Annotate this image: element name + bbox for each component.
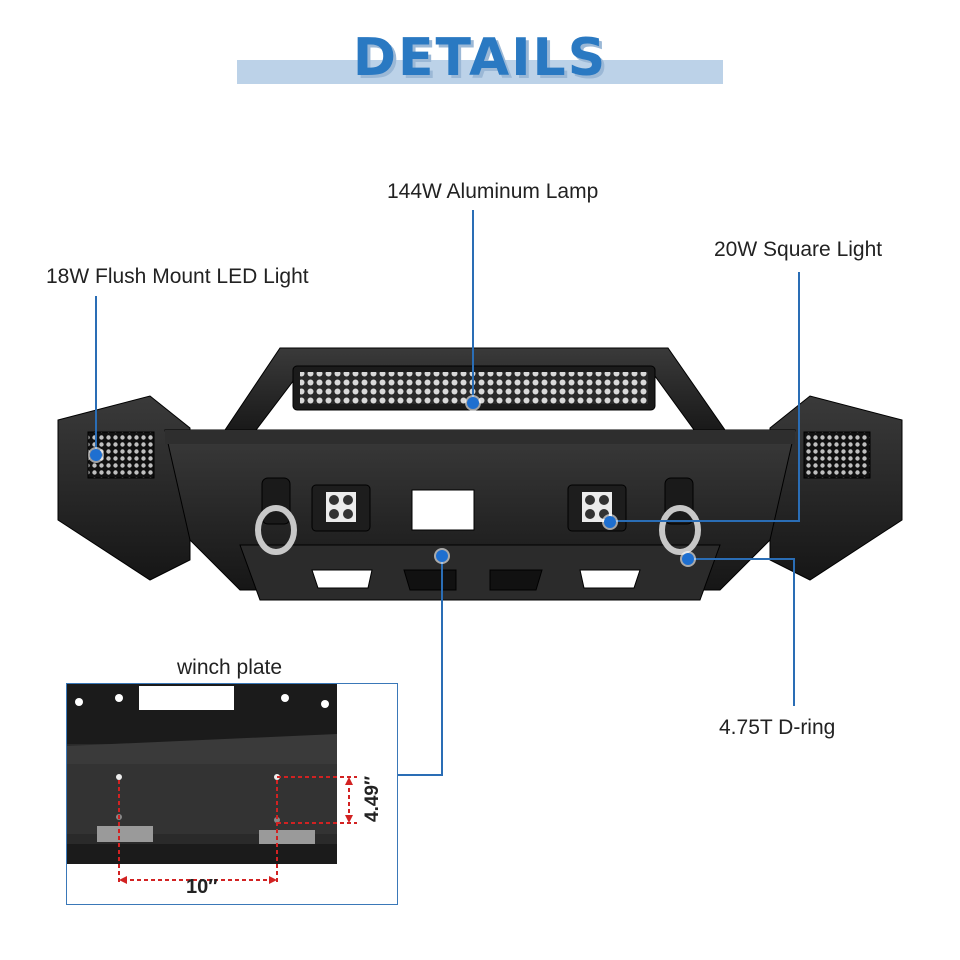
left-d-ring [255,477,297,555]
callout-dot-flush [90,449,102,461]
label-square-light: 20W Square Light [714,238,883,261]
callout-dot-winch [436,550,448,562]
callout-line-winch [441,556,443,776]
winch-plate-inset [66,683,398,905]
page-title: DETAILS [352,28,608,88]
label-aluminum-lamp: 144W Aluminum Lamp [387,180,599,203]
callout-line-flush [95,296,97,454]
title-banner [237,60,723,84]
dimension-height: 4.49″ [362,775,383,822]
callout-dot-lamp [467,397,479,409]
dimension-width: 10″ [186,876,218,898]
callout-line-dring [793,558,795,706]
label-winch-plate: winch plate [177,656,283,679]
label-d-ring: 4.75T D-ring [719,716,836,739]
winch-plate-photo [67,684,357,884]
callout-line-lamp [472,210,474,402]
callout-dot-square [604,516,616,528]
right-flush-light [803,431,871,479]
winch-opening [411,489,475,531]
callout-dot-dring [682,553,694,565]
callout-line-square [798,272,800,522]
right-d-ring [659,477,701,555]
label-flush-mount: 18W Flush Mount LED Light [46,265,309,288]
